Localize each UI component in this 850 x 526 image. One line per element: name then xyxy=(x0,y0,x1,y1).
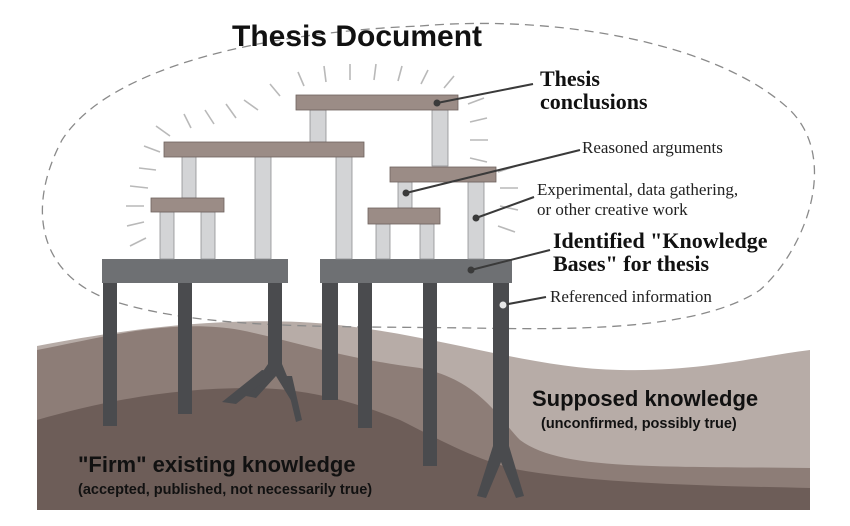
support-pillars xyxy=(159,109,485,260)
supposed-knowledge-title: Supposed knowledge xyxy=(532,386,758,411)
pointer-dots xyxy=(402,99,507,309)
label-knowledge-bases-2: Bases" for thesis xyxy=(553,251,709,276)
label-referenced-information: Referenced information xyxy=(550,287,712,306)
label-thesis-conclusions-1: Thesis xyxy=(540,66,600,91)
beam-conclusions xyxy=(295,94,459,111)
knowledge-base-platform-right xyxy=(320,259,512,283)
glow-rays xyxy=(126,63,519,247)
pointer-lines xyxy=(405,83,581,306)
beams xyxy=(150,94,497,225)
label-knowledge-bases-1: Identified "Knowledge xyxy=(553,228,768,253)
firm-knowledge-title: "Firm" existing knowledge xyxy=(78,452,356,477)
knowledge-base-platform-left xyxy=(102,259,288,283)
label-experimental-1: Experimental, data gathering, xyxy=(537,180,738,199)
label-experimental-2: or other creative work xyxy=(537,200,688,219)
label-thesis-conclusions-2: conclusions xyxy=(540,89,648,114)
label-reasoned-arguments: Reasoned arguments xyxy=(582,138,723,157)
beam-lower-left xyxy=(150,197,225,213)
firm-knowledge-subtitle: (accepted, published, not necessarily tr… xyxy=(78,482,372,498)
diagram-title: Thesis Document xyxy=(232,20,482,53)
beam-upper-left xyxy=(163,141,365,158)
supposed-knowledge-subtitle: (unconfirmed, possibly true) xyxy=(541,416,737,432)
beam-lower-right xyxy=(367,207,441,225)
thesis-document-outline xyxy=(41,22,815,330)
foundation-legs xyxy=(103,280,524,498)
